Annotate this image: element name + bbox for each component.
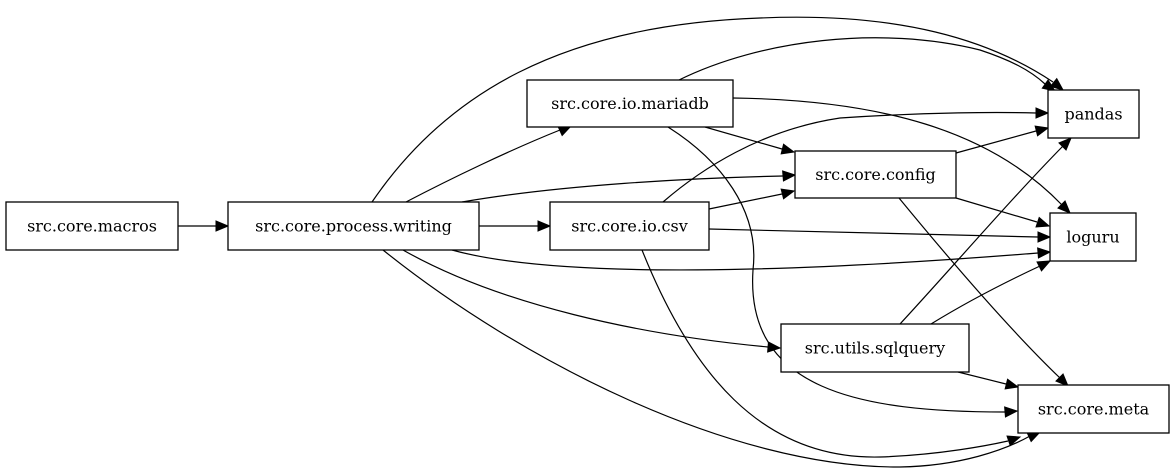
arrowhead-icon xyxy=(537,220,552,232)
edge-line xyxy=(405,129,561,203)
arrowhead-icon xyxy=(780,143,796,155)
edge-line xyxy=(678,37,1046,85)
node-box xyxy=(227,201,480,251)
node-csv: src.core.io.csv xyxy=(549,201,710,251)
arrowhead-icon xyxy=(1004,406,1019,418)
arrowhead-icon xyxy=(782,170,797,182)
node-label: src.core.io.mariadb xyxy=(551,94,709,113)
node-label: src.core.meta xyxy=(1038,400,1150,419)
arrowhead-icon xyxy=(1035,216,1051,228)
edge-line xyxy=(402,249,769,348)
node-label: src.core.io.csv xyxy=(571,217,687,236)
edge-line xyxy=(957,371,1007,385)
node-box xyxy=(1017,384,1170,434)
edge-line xyxy=(371,16,1054,203)
arrowhead-icon xyxy=(1006,435,1022,447)
edge-sqlquery-to-meta xyxy=(957,371,1020,390)
edge-writing-to-config xyxy=(461,170,797,203)
edge-line xyxy=(708,193,783,210)
edge-writing-to-pandas xyxy=(371,16,1065,203)
edge-writing-to-sqlquery xyxy=(402,249,782,353)
edge-csv-to-loguru xyxy=(708,228,1052,243)
node-label: src.utils.sqlquery xyxy=(805,339,945,358)
edge-line xyxy=(662,111,1037,203)
node-mariadb: src.core.io.mariadb xyxy=(526,79,734,128)
node-label: src.core.config xyxy=(815,165,936,184)
edge-writing-to-csv xyxy=(479,220,552,232)
arrowhead-icon xyxy=(1037,247,1052,259)
arrowhead-icon xyxy=(780,188,796,200)
edge-line xyxy=(955,130,1037,154)
node-writing: src.core.process.writing xyxy=(227,201,480,251)
edge-line xyxy=(955,197,1038,223)
node-box xyxy=(1049,212,1137,262)
node-label: src.core.process.writing xyxy=(255,217,452,236)
node-box xyxy=(549,201,710,251)
node-label: loguru xyxy=(1066,228,1119,247)
arrowhead-icon xyxy=(1034,125,1050,137)
arrowhead-icon xyxy=(1049,77,1065,91)
edge-csv-to-config xyxy=(708,188,796,210)
edges-layer xyxy=(178,16,1072,468)
edge-line xyxy=(930,265,1041,325)
node-macros: src.core.macros xyxy=(5,201,179,251)
edge-writing-to-loguru xyxy=(451,247,1052,271)
arrowhead-icon xyxy=(1057,200,1071,214)
edge-line xyxy=(451,249,1039,271)
nodes-layer: src.core.macros src.core.process.writing s… xyxy=(5,79,1170,434)
edge-csv-to-pandas xyxy=(662,107,1050,203)
edge-sqlquery-to-pandas xyxy=(899,137,1072,325)
arrowhead-icon xyxy=(1035,107,1050,119)
arrowhead-icon xyxy=(215,220,230,232)
arrowhead-icon xyxy=(1036,260,1052,272)
node-pandas: pandas xyxy=(1047,89,1140,139)
edge-config-to-pandas xyxy=(955,125,1050,154)
edge-mariadb-to-pandas xyxy=(678,37,1057,92)
node-box xyxy=(1047,89,1140,139)
arrowhead-icon xyxy=(1058,137,1072,151)
node-sqlquery: src.utils.sqlquery xyxy=(780,323,970,373)
edge-mariadb-to-loguru xyxy=(732,97,1071,214)
edge-line xyxy=(899,145,1064,325)
arrowhead-icon xyxy=(1037,231,1052,243)
edge-line xyxy=(641,249,1009,458)
edge-config-to-meta xyxy=(898,197,1069,387)
node-box xyxy=(5,201,179,251)
edge-csv-to-meta xyxy=(641,249,1022,458)
edge-line xyxy=(704,126,783,150)
node-label: pandas xyxy=(1064,105,1122,124)
edge-macros-to-writing xyxy=(178,220,230,232)
edge-line xyxy=(382,249,1031,468)
node-box xyxy=(526,79,734,128)
node-box xyxy=(780,323,970,373)
node-meta: src.core.meta xyxy=(1017,384,1170,434)
edge-sqlquery-to-loguru xyxy=(930,260,1052,325)
edge-line xyxy=(732,97,1063,206)
node-box xyxy=(794,150,957,199)
arrowhead-icon xyxy=(1055,373,1069,387)
edge-line xyxy=(708,228,1039,238)
node-loguru: loguru xyxy=(1049,212,1137,262)
arrowhead-icon xyxy=(1004,378,1020,390)
node-config: src.core.config xyxy=(794,150,957,199)
edge-line xyxy=(667,126,1006,413)
edge-mariadb-to-config xyxy=(704,126,796,155)
edge-config-to-loguru xyxy=(955,197,1051,228)
edge-line xyxy=(898,197,1061,379)
node-label: src.core.macros xyxy=(27,217,157,236)
edge-mariadb-to-meta xyxy=(667,126,1019,418)
edge-line xyxy=(461,175,784,203)
